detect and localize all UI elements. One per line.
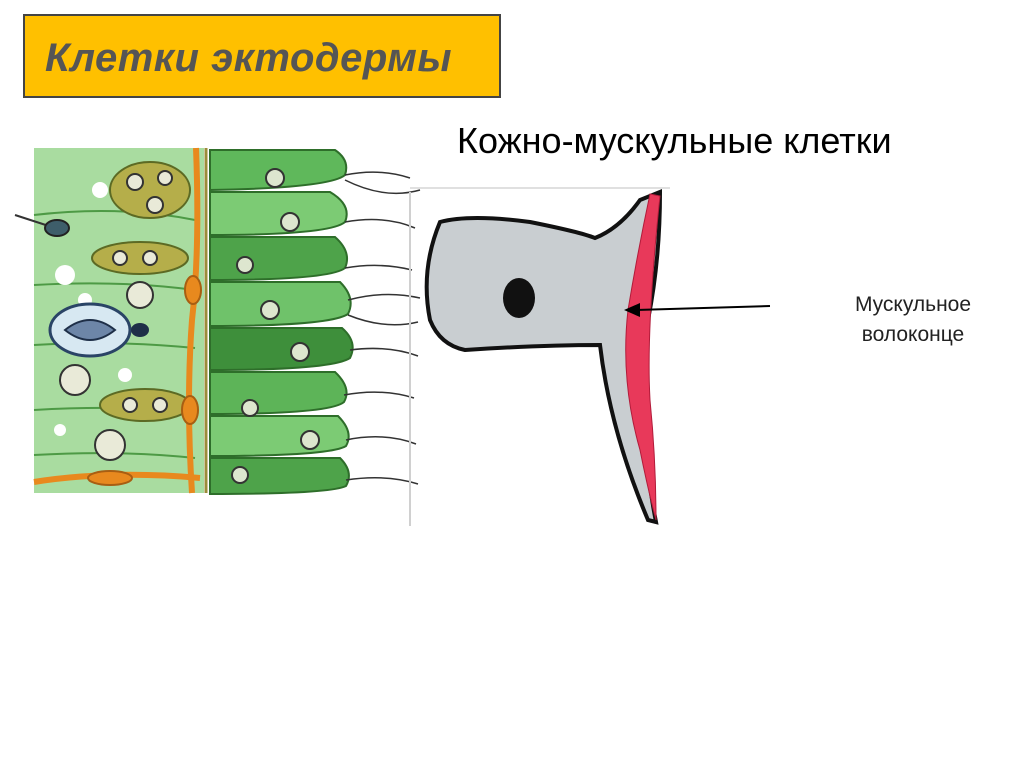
tissue-right-cells	[209, 149, 354, 496]
slide-title: Клетки эктодермы	[45, 36, 453, 80]
muscle-fiber-label: Мускульное волоконце	[828, 290, 998, 350]
muscle-fiber-label-line1: Мускульное	[854, 293, 972, 316]
ectoderm-tissue	[14, 147, 421, 496]
tissue-olive-cells	[91, 161, 191, 422]
tissue-flagella	[343, 171, 421, 485]
cell-nucleus	[503, 278, 535, 318]
title-box: Клетки эктодермы	[23, 14, 501, 98]
tissue-nuclei	[59, 170, 173, 461]
tissue-right-nuclei	[231, 168, 320, 484]
muscle-fiber	[625, 193, 661, 521]
cell-body	[424, 189, 663, 525]
tissue-nerve-nodes	[87, 275, 202, 486]
slide-subtitle: Кожно-мускульные клетки	[457, 120, 892, 161]
muscle-fiber-label-line2: волоконце	[861, 323, 965, 346]
pointer-arrowhead	[624, 303, 640, 317]
epitheliomuscular-cell	[424, 189, 771, 525]
pointer-arrow-line	[635, 305, 771, 311]
tissue-cnidocyte	[14, 214, 149, 358]
